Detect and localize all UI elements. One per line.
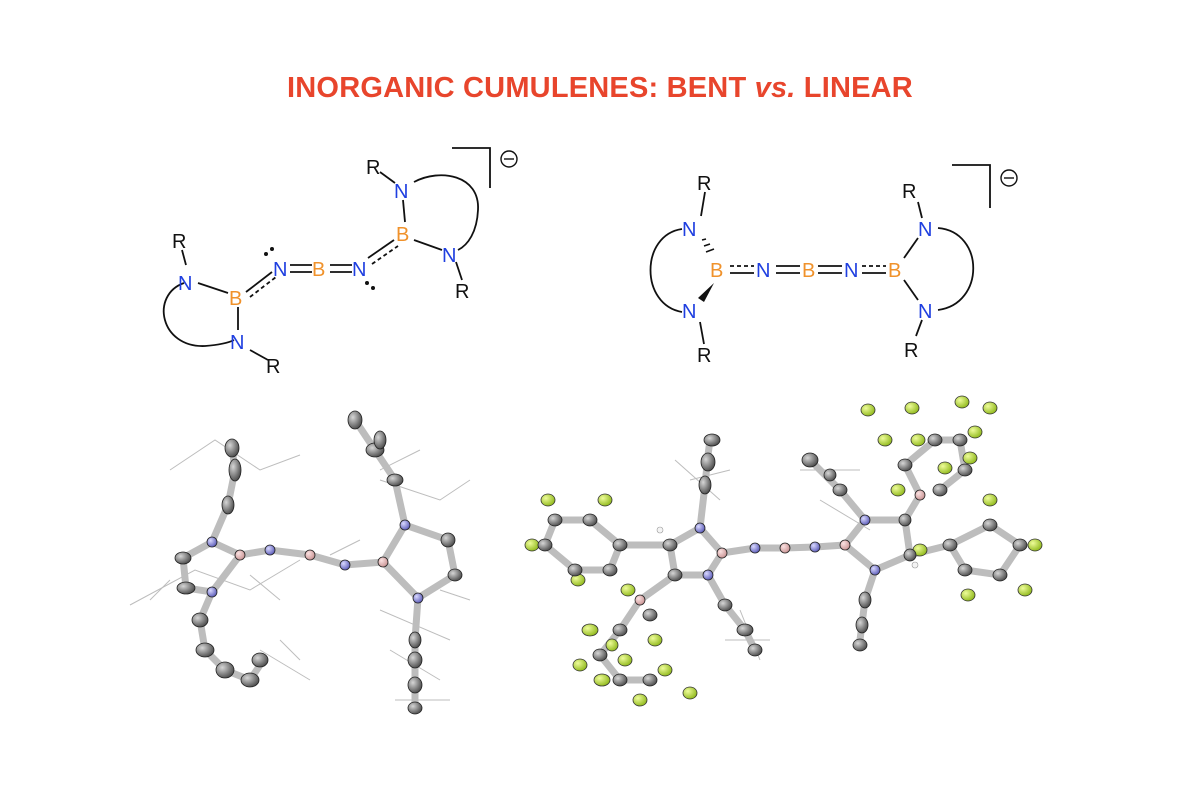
bent-bond-R1-N1 <box>181 249 187 266</box>
crystal-structure-linear <box>524 395 1043 707</box>
linear-N5: N <box>918 219 932 241</box>
linear-R2: R <box>697 345 711 367</box>
linear-N6: N <box>918 301 932 323</box>
linear-charge-bracket <box>952 164 991 208</box>
linear-N1: N <box>682 219 696 241</box>
crystal-structure-bent <box>129 410 471 715</box>
bent-R2: R <box>266 356 280 378</box>
bent-charge-circle <box>500 150 518 168</box>
linear-bond-R1-N1 <box>700 191 706 217</box>
bent-bond-N2-R2 <box>249 349 269 361</box>
title-prefix: INORGANIC CUMULENES: BENT <box>287 72 755 104</box>
bent-N1: N <box>178 273 192 295</box>
linear-left-ring-arc <box>649 228 683 313</box>
linear-R1: R <box>697 173 711 195</box>
bent-B3: B <box>396 224 409 246</box>
linear-hashed-wedge <box>701 238 715 253</box>
linear-bond-N6-R4 <box>915 319 923 337</box>
linear-bond-N5-R3 <box>917 201 923 219</box>
bent-B1: B <box>229 288 242 310</box>
linear-structure <box>649 164 1018 345</box>
bent-N5: N <box>394 181 408 203</box>
linear-solid-wedge <box>698 283 714 302</box>
linear-R4: R <box>904 340 918 362</box>
bent-bond-N5-R3 <box>379 171 396 184</box>
linear-B3: B <box>888 260 901 282</box>
bent-bond-N6-R4 <box>455 261 463 281</box>
bent-R3: R <box>366 157 380 179</box>
bent-R4: R <box>455 281 469 303</box>
bent-labels: R N B N R N B N B N R N R <box>172 157 469 378</box>
bent-N4: N <box>352 259 366 281</box>
linear-B2: B <box>802 260 815 282</box>
bent-N3: N <box>273 259 287 281</box>
linear-N2: N <box>682 301 696 323</box>
linear-bond-B3-N5 <box>903 237 919 259</box>
bent-bond-N4-B3a <box>367 239 395 259</box>
bent-right-ring-arc <box>413 174 479 251</box>
bent-bond-B1-N3a <box>245 271 273 293</box>
bent-bond-N4-B3b <box>371 245 399 265</box>
linear-right-ring-arc <box>937 227 974 311</box>
bent-bond-B3-N6 <box>413 239 443 251</box>
bent-structure <box>162 147 518 361</box>
bent-B2: B <box>312 259 325 281</box>
bent-lone-pairs <box>264 247 375 290</box>
title-vs: vs. <box>754 72 796 104</box>
bent-N2: N <box>230 332 244 354</box>
bent-R1: R <box>172 231 186 253</box>
linear-N4: N <box>844 260 858 282</box>
bent-left-ring-arc <box>162 282 235 347</box>
linear-N3: N <box>756 260 770 282</box>
bent-N6: N <box>442 245 456 267</box>
bent-bond-B3-N5 <box>402 199 406 223</box>
linear-B1: B <box>710 260 723 282</box>
linear-bond-N2-R2 <box>699 321 705 345</box>
bent-bond-B1-N3b <box>249 276 277 298</box>
linear-charge-circle <box>1000 169 1018 187</box>
figure-title: INORGANIC CUMULENES: BENT vs. LINEAR <box>0 72 1200 105</box>
linear-labels: R N B N R N B N B N R N R <box>682 173 932 367</box>
title-suffix: LINEAR <box>795 72 913 104</box>
bent-charge-bracket <box>452 147 491 188</box>
linear-R3: R <box>902 181 916 203</box>
bent-bond-N1-B1 <box>197 282 229 294</box>
linear-bond-B3-N6 <box>903 279 919 301</box>
